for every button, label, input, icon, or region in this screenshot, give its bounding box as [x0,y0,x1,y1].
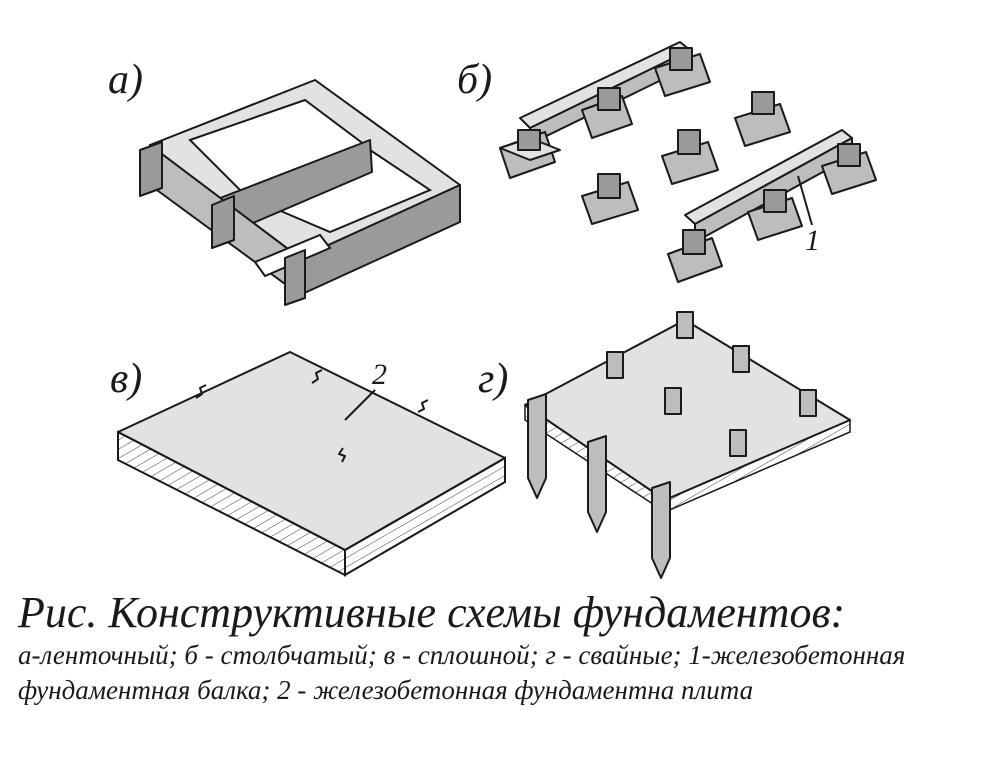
column-footing [661,129,719,185]
column-footing [581,173,639,225]
pile-head [729,429,747,457]
figure-caption: Рис. Конструктивные схемы фундаментов: а… [18,588,993,708]
column-footing [734,91,791,147]
caption-title: Рис. Конструктивные схемы фундаментов: [18,588,846,637]
pile-head [676,311,694,339]
column-footing [747,189,803,241]
pile-head [732,345,750,373]
pile [587,435,607,533]
callout-1: 1 [805,224,820,257]
column-footing [667,229,723,283]
pile-head [606,351,624,379]
panel-label-v: в) [110,356,142,402]
pile-foundation: г) [478,311,851,579]
leader-line-2 [344,389,376,421]
pile-head [799,389,817,417]
leader-line-1 [797,175,813,226]
column-footing [499,129,561,179]
column-footing [581,87,633,139]
pile-head [664,387,682,415]
callout-2: 2 [372,358,387,391]
column-foundation: б) [457,41,877,283]
strip-foundation: а) [108,57,461,306]
panel-label-b: б) [457,57,492,103]
panel-label-a: а) [108,57,143,103]
panel-label-g: г) [478,356,508,402]
column-footing [654,47,711,97]
column-footing [821,143,877,195]
pile [651,481,671,579]
pile [527,393,547,499]
slab-foundation: в) 2 [110,351,506,577]
caption-body: а-ленточный; б - столбчатый; в - сплошно… [18,640,906,705]
foundation-diagrams: а) б) [108,41,877,579]
